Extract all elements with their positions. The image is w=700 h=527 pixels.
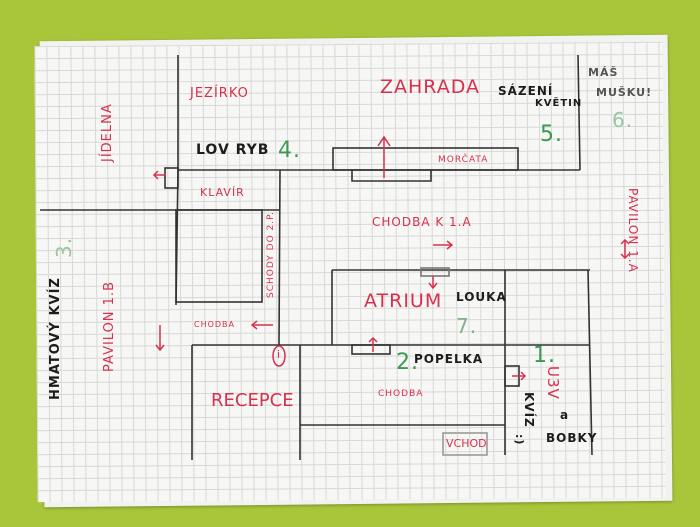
station-7: 7.: [456, 314, 478, 338]
label-musku: MUŠKU!: [596, 86, 653, 99]
label-chodba-k-1a: CHODBA K 1.A: [372, 215, 472, 229]
label-schody: SCHODY DO 2.P.: [266, 211, 276, 298]
station-2: 2.: [396, 350, 419, 375]
label-a: a: [560, 408, 570, 422]
info-icon: i: [277, 348, 282, 361]
label-chodba-left: CHODBA: [194, 320, 236, 329]
label-mas: MÁŠ: [588, 66, 619, 79]
label-zahrada: ZAHRADA: [380, 76, 481, 98]
label-chodba-mid: CHODBA: [378, 389, 424, 399]
label-sazeni: SÁZENÍ: [498, 84, 554, 98]
smiley-icon: :): [513, 434, 526, 446]
label-jezirko: JEZÍRKO: [190, 86, 249, 101]
label-recepce: RECEPCE: [211, 390, 294, 411]
station-3: 3.: [52, 236, 76, 258]
label-louka: LOUKA: [456, 290, 507, 304]
label-lov-ryb: LOV RYB: [196, 142, 270, 158]
label-morcata: MORČATA: [438, 155, 489, 165]
label-kvetin: KVĚTIN: [535, 98, 583, 109]
direction-arrows: [152, 135, 630, 381]
label-vchod: VCHOD: [446, 437, 487, 450]
label-klavir: KLAVÍR: [200, 186, 245, 199]
label-pavilon-1a: PAVILON 1.A: [626, 188, 640, 273]
station-1: 1.: [533, 343, 556, 368]
label-kviz: KVÍZ: [522, 392, 536, 428]
station-6: 6.: [612, 108, 634, 132]
station-5: 5.: [540, 122, 563, 147]
label-hmatovy-kviz: HMATOVÝ KVÍZ: [48, 277, 63, 400]
station-4: 4.: [278, 138, 301, 163]
label-jidelna: JÍDELNA: [100, 103, 115, 162]
label-bobky: BOBKY: [546, 431, 598, 445]
label-popelka: POPELKA: [414, 352, 484, 366]
label-pavilon-1b: PAVILON 1.B: [102, 281, 117, 372]
label-u3v: U3V: [544, 366, 562, 400]
label-atrium: ATRIUM: [364, 290, 443, 312]
